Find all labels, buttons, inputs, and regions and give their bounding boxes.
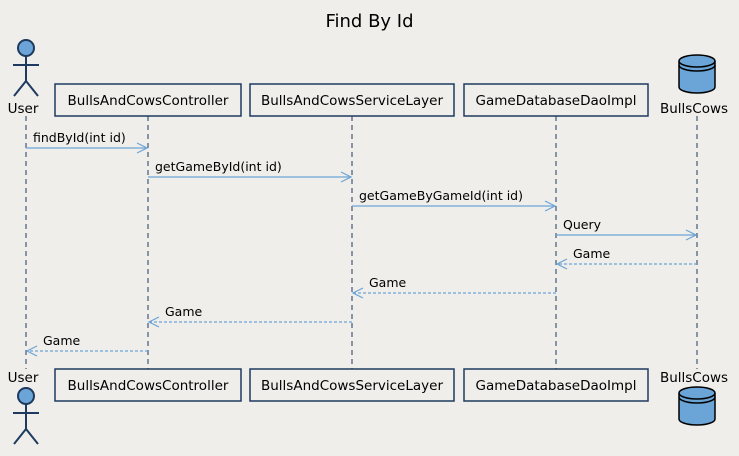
database-body (678, 54, 716, 94)
arrow-head (136, 142, 149, 154)
participant-box (54, 368, 242, 402)
arrow-head (544, 200, 557, 212)
message-label: findById(int id) (33, 130, 126, 145)
participant-label: BullsAndCowsServiceLayer (261, 93, 443, 109)
message-5: Game (555, 246, 697, 270)
messages: findById(int id) getGameById(int id) getGa… (25, 130, 698, 357)
message-2: getGameById(int id) (148, 159, 353, 183)
message-1: findById(int id) (26, 130, 149, 154)
database-rim (678, 60, 716, 68)
participant-label: BullsAndCowsController (68, 93, 229, 109)
actor-head (17, 387, 35, 405)
database-icon (678, 386, 716, 426)
diagram-title: Find By Id (325, 11, 413, 32)
message-label: getGameById(int id) (155, 159, 282, 174)
message-label: Game (573, 246, 611, 261)
actor-head (17, 39, 35, 57)
arrow-head (351, 287, 364, 299)
participant-user-bottom: User (8, 370, 39, 445)
participant-service-top: BullsAndCowsServiceLayer (249, 83, 455, 117)
participant-label: GameDatabaseDaoImpl (476, 93, 637, 109)
database-band (678, 64, 716, 72)
arrow-head (340, 171, 353, 183)
message-7: Game (147, 304, 352, 328)
database-icon (678, 54, 716, 94)
database-band (678, 396, 716, 404)
lifelines (25, 116, 698, 369)
participant-label: BullsAndCowsController (68, 378, 229, 394)
actor-legs (13, 427, 39, 445)
participant-db-bottom: BullsCows (660, 370, 728, 426)
participant-service-bottom: BullsAndCowsServiceLayer (249, 368, 455, 402)
participant-box (249, 83, 455, 117)
participant-dao-top: GameDatabaseDaoImpl (463, 83, 649, 117)
participant-label: GameDatabaseDaoImpl (476, 378, 637, 394)
participant-controller-bottom: BullsAndCowsController (54, 368, 242, 402)
arrow-head (685, 229, 698, 241)
participants: UserUserBullsAndCowsControllerBullsAndCo… (8, 39, 728, 445)
message-6: Game (351, 275, 556, 299)
database-rim (678, 392, 716, 400)
participant-box (463, 368, 649, 402)
message-label: Game (165, 304, 203, 319)
database-body (678, 386, 716, 426)
database-label: BullsCows (660, 370, 728, 386)
participant-label: BullsAndCowsServiceLayer (261, 378, 443, 394)
participant-user-top: User (8, 39, 39, 117)
participant-box (249, 368, 455, 402)
participant-db-top: BullsCows (660, 54, 728, 117)
actor-icon (13, 39, 39, 97)
participant-controller-top: BullsAndCowsController (54, 83, 242, 117)
message-8: Game (25, 333, 148, 357)
actor-icon (13, 387, 39, 445)
message-label: Game (43, 333, 81, 348)
participant-box (463, 83, 649, 117)
actor-label: User (8, 101, 39, 117)
message-3: getGameByGameId(int id) (352, 188, 557, 212)
participant-dao-bottom: GameDatabaseDaoImpl (463, 368, 649, 402)
arrow-head (555, 258, 568, 270)
actor-legs (13, 79, 39, 97)
message-4: Query (556, 217, 698, 241)
participant-box (54, 83, 242, 117)
message-label: Game (369, 275, 407, 290)
message-label: getGameByGameId(int id) (359, 188, 523, 203)
message-label: Query (563, 217, 602, 232)
arrow-head (25, 345, 38, 357)
database-label: BullsCows (660, 101, 728, 117)
actor-label: User (8, 370, 39, 386)
arrow-head (147, 316, 160, 328)
